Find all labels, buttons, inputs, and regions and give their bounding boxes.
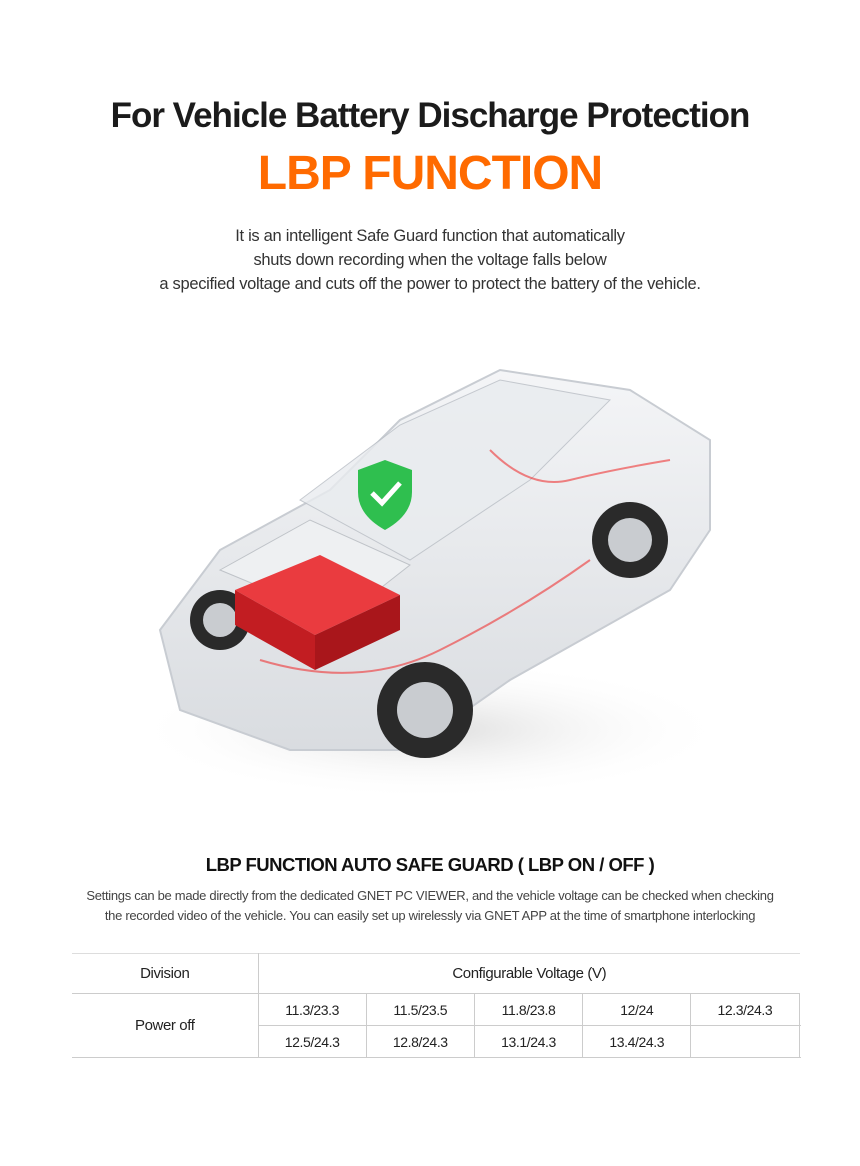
page-title: For Vehicle Battery Discharge Protection bbox=[110, 96, 751, 135]
table-cell: 11.5/23.5 bbox=[365, 993, 475, 1026]
section-text: the recorded video of the vehicle. You c… bbox=[104, 908, 756, 923]
table-cell: 12.8/24.3 bbox=[365, 1025, 475, 1058]
table-cell bbox=[690, 1025, 800, 1058]
table-cell: 11.8/23.8 bbox=[473, 993, 584, 1026]
page-subtitle: LBP FUNCTION bbox=[257, 147, 603, 200]
battery-icon bbox=[235, 555, 400, 670]
table-cell: 11.3/23.3 bbox=[257, 993, 367, 1026]
table-cell: 13.1/24.3 bbox=[473, 1025, 584, 1058]
table-cell: 13.4/24.3 bbox=[582, 1025, 692, 1058]
table-cell: 12.3/24.3 bbox=[690, 993, 800, 1026]
table-cell bbox=[798, 1025, 800, 1058]
table-cell: 12/24 bbox=[582, 993, 692, 1026]
table-cell: 12.5/24.3 bbox=[257, 1025, 367, 1058]
section-text: Settings can be made directly from the d… bbox=[86, 888, 774, 903]
table-row: Power off 11.3/23.3 11.5/23.5 11.8/23.8 … bbox=[72, 993, 800, 1058]
table-header-row: Division Configurable Voltage (V) bbox=[72, 953, 800, 994]
section-title: LBP FUNCTION AUTO SAFE GUARD ( LBP ON / … bbox=[205, 854, 655, 875]
table-cell bbox=[798, 993, 800, 1026]
description-line: shuts down recording when the voltage fa… bbox=[253, 251, 607, 269]
header-division: Division bbox=[72, 953, 259, 994]
wheel-icon bbox=[377, 662, 473, 758]
shield-check-icon bbox=[358, 460, 412, 530]
table-row: 12.5/24.3 12.8/24.3 13.1/24.3 13.4/24.3 bbox=[72, 1025, 800, 1058]
description-line: It is an intelligent Safe Guard function… bbox=[235, 227, 625, 245]
transparent-car-illustration bbox=[130, 368, 730, 800]
voltage-table: Division Configurable Voltage (V) Power … bbox=[72, 953, 800, 1058]
header-voltage: Configurable Voltage (V) bbox=[257, 953, 800, 994]
row-label: Power off bbox=[72, 993, 259, 1058]
description-line: a specified voltage and cuts off the pow… bbox=[159, 275, 701, 293]
